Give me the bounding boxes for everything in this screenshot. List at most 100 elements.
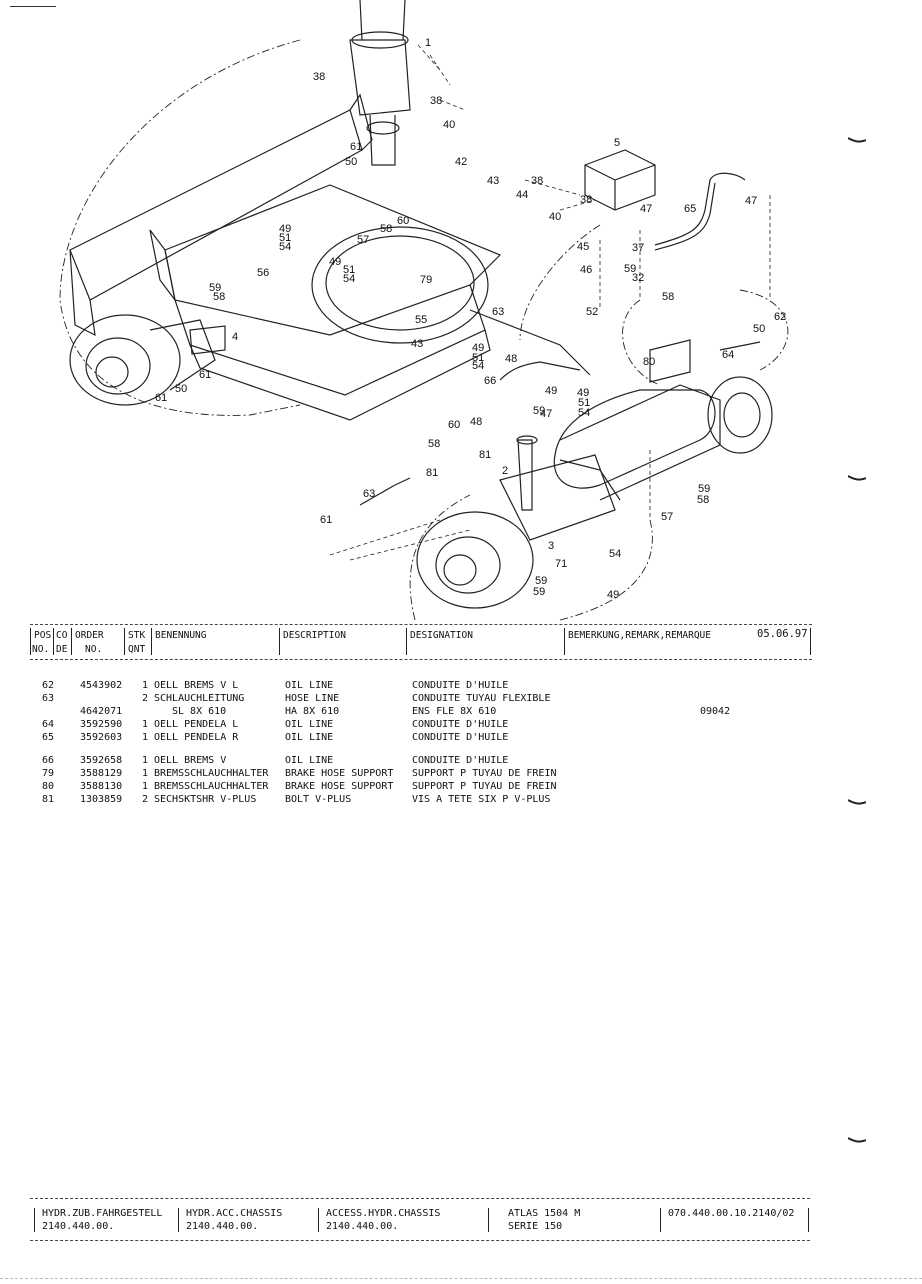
footer-series: SERIE 150 [508, 1221, 563, 1232]
callout-64: 64 [722, 349, 734, 361]
callout-43: 43 [411, 338, 423, 350]
cell-designation: CONDUITE D'HUILE [412, 719, 509, 730]
footer-model: ATLAS 1504 M [508, 1208, 581, 1219]
header-date: 05.06.97 [757, 628, 808, 640]
cell-benennung: SCHLAUCHLEITUNG [154, 693, 245, 704]
footer-divider [660, 1208, 661, 1232]
header-divider [810, 628, 811, 655]
col-co: CO [56, 630, 68, 641]
cell-benennung: SECHSKTSHR V-PLUS [154, 794, 257, 805]
table-row: 65 3592603 1 OELL PENDELA R OIL LINE CON… [30, 732, 790, 745]
col-stk: STK [128, 630, 146, 641]
callout-66: 66 [484, 375, 496, 387]
callout-81: 81 [479, 449, 491, 461]
callout-49: 49 [472, 342, 484, 354]
cell-pos: 63 [42, 693, 55, 704]
table-row: 4642071 SL 8X 610 HA 8X 610 ENS FLE 8X 6… [30, 706, 790, 719]
cell-designation: CONDUITE D'HUILE [412, 755, 509, 766]
table-row: 63 2 SCHLAUCHLEITUNG HOSE LINE CONDUITE … [30, 693, 790, 706]
cell-benennung: OELL PENDELA R [154, 732, 239, 743]
cell-designation: CONDUITE D'HUILE [412, 732, 509, 743]
cell-order: 4543902 [80, 680, 123, 691]
footer-group-de: HYDR.ZUB.FAHRGESTELL [42, 1208, 163, 1219]
callout-55: 55 [415, 314, 427, 326]
header-divider [406, 628, 407, 655]
callout-48: 48 [470, 416, 482, 428]
callout-60: 60 [448, 419, 460, 431]
callout-47: 47 [640, 203, 652, 215]
table-row: 66 3592658 1 OELL BREMS V OIL LINE CONDU… [30, 755, 790, 768]
callout-58: 58 [213, 291, 225, 303]
cell-qty: 2 [142, 794, 149, 805]
callout-59: 59 [533, 405, 545, 417]
binder-mark-icon [848, 799, 866, 807]
cell-pos: 62 [42, 680, 55, 691]
callout-38: 38 [531, 175, 543, 187]
cell-designation: SUPPORT P TUYAU DE FREIN [412, 781, 557, 792]
page-bottom-rule [0, 1278, 922, 1279]
callout-47: 47 [745, 195, 757, 207]
callout-45: 45 [577, 241, 589, 253]
footer-divider [488, 1208, 489, 1232]
header-divider [71, 628, 72, 655]
callout-51: 51 [578, 397, 590, 409]
callout-62: 62 [774, 311, 786, 323]
cell-designation: CONDUITE D'HUILE [412, 680, 509, 691]
callout-50: 50 [753, 323, 765, 335]
cell-description: OIL LINE [285, 719, 334, 730]
parts-table-header: POS NO. CO DE ORDER NO. STK QNT BENENNUN… [30, 624, 812, 660]
callout-61: 61 [199, 369, 211, 381]
callout-60: 60 [397, 215, 409, 227]
callout-51: 51 [279, 232, 291, 244]
callout-59: 59 [698, 483, 710, 495]
footer-document-number: 070.440.00.10.2140/02 [668, 1208, 795, 1219]
binder-mark-icon [848, 475, 866, 483]
callout-58: 58 [697, 494, 709, 506]
callout-56: 56 [257, 267, 269, 279]
footer-rule-top [30, 1198, 810, 1199]
cell-description: HOSE LINE [285, 693, 340, 704]
col-order-no: NO. [85, 644, 103, 655]
cell-description: OIL LINE [285, 755, 334, 766]
cell-order: 3592658 [80, 755, 123, 766]
callout-61: 61 [155, 392, 167, 404]
cell-pos: 65 [42, 732, 55, 743]
callout-40: 40 [549, 211, 561, 223]
header-divider [151, 628, 152, 655]
callout-38: 38 [430, 95, 442, 107]
cell-qty: 2 [142, 693, 149, 704]
callout-50: 50 [175, 383, 187, 395]
cell-benennung: OELL BREMS V L [154, 680, 239, 691]
callout-2: 2 [502, 465, 508, 477]
callout-57: 57 [661, 511, 673, 523]
col-designation: DESIGNATION [410, 630, 473, 641]
callout-42: 42 [455, 156, 467, 168]
header-divider [279, 628, 280, 655]
callout-38: 38 [580, 194, 592, 206]
cell-description: BOLT V-PLUS [285, 794, 352, 805]
cell-benennung: BREMSSCHLAUCHHALTER [154, 781, 269, 792]
callout-59: 59 [624, 263, 636, 275]
cell-order: 3588130 [80, 781, 123, 792]
callout-54: 54 [578, 407, 590, 419]
cell-order: 4642071 [80, 706, 123, 717]
callout-65: 65 [684, 203, 696, 215]
callout-58: 58 [380, 223, 392, 235]
cell-description: BRAKE HOSE SUPPORT [285, 781, 394, 792]
cell-pos: 80 [42, 781, 55, 792]
cell-qty: 1 [142, 755, 149, 766]
col-qnt: QNT [128, 644, 146, 655]
callout-58: 58 [428, 438, 440, 450]
cell-description: BRAKE HOSE SUPPORT [285, 768, 394, 779]
callout-44: 44 [516, 189, 528, 201]
cell-order: 3592603 [80, 732, 123, 743]
callout-40: 40 [443, 119, 455, 131]
header-divider [30, 628, 31, 655]
callout-47: 47 [540, 408, 552, 420]
col-pos: POS [34, 630, 52, 641]
footer-title-block: HYDR.ZUB.FAHRGESTELL 2140.440.00. HYDR.A… [30, 1198, 810, 1242]
cell-description: OIL LINE [285, 732, 334, 743]
cell-benennung: BREMSSCHLAUCHHALTER [154, 768, 269, 779]
callout-54: 54 [609, 548, 621, 560]
